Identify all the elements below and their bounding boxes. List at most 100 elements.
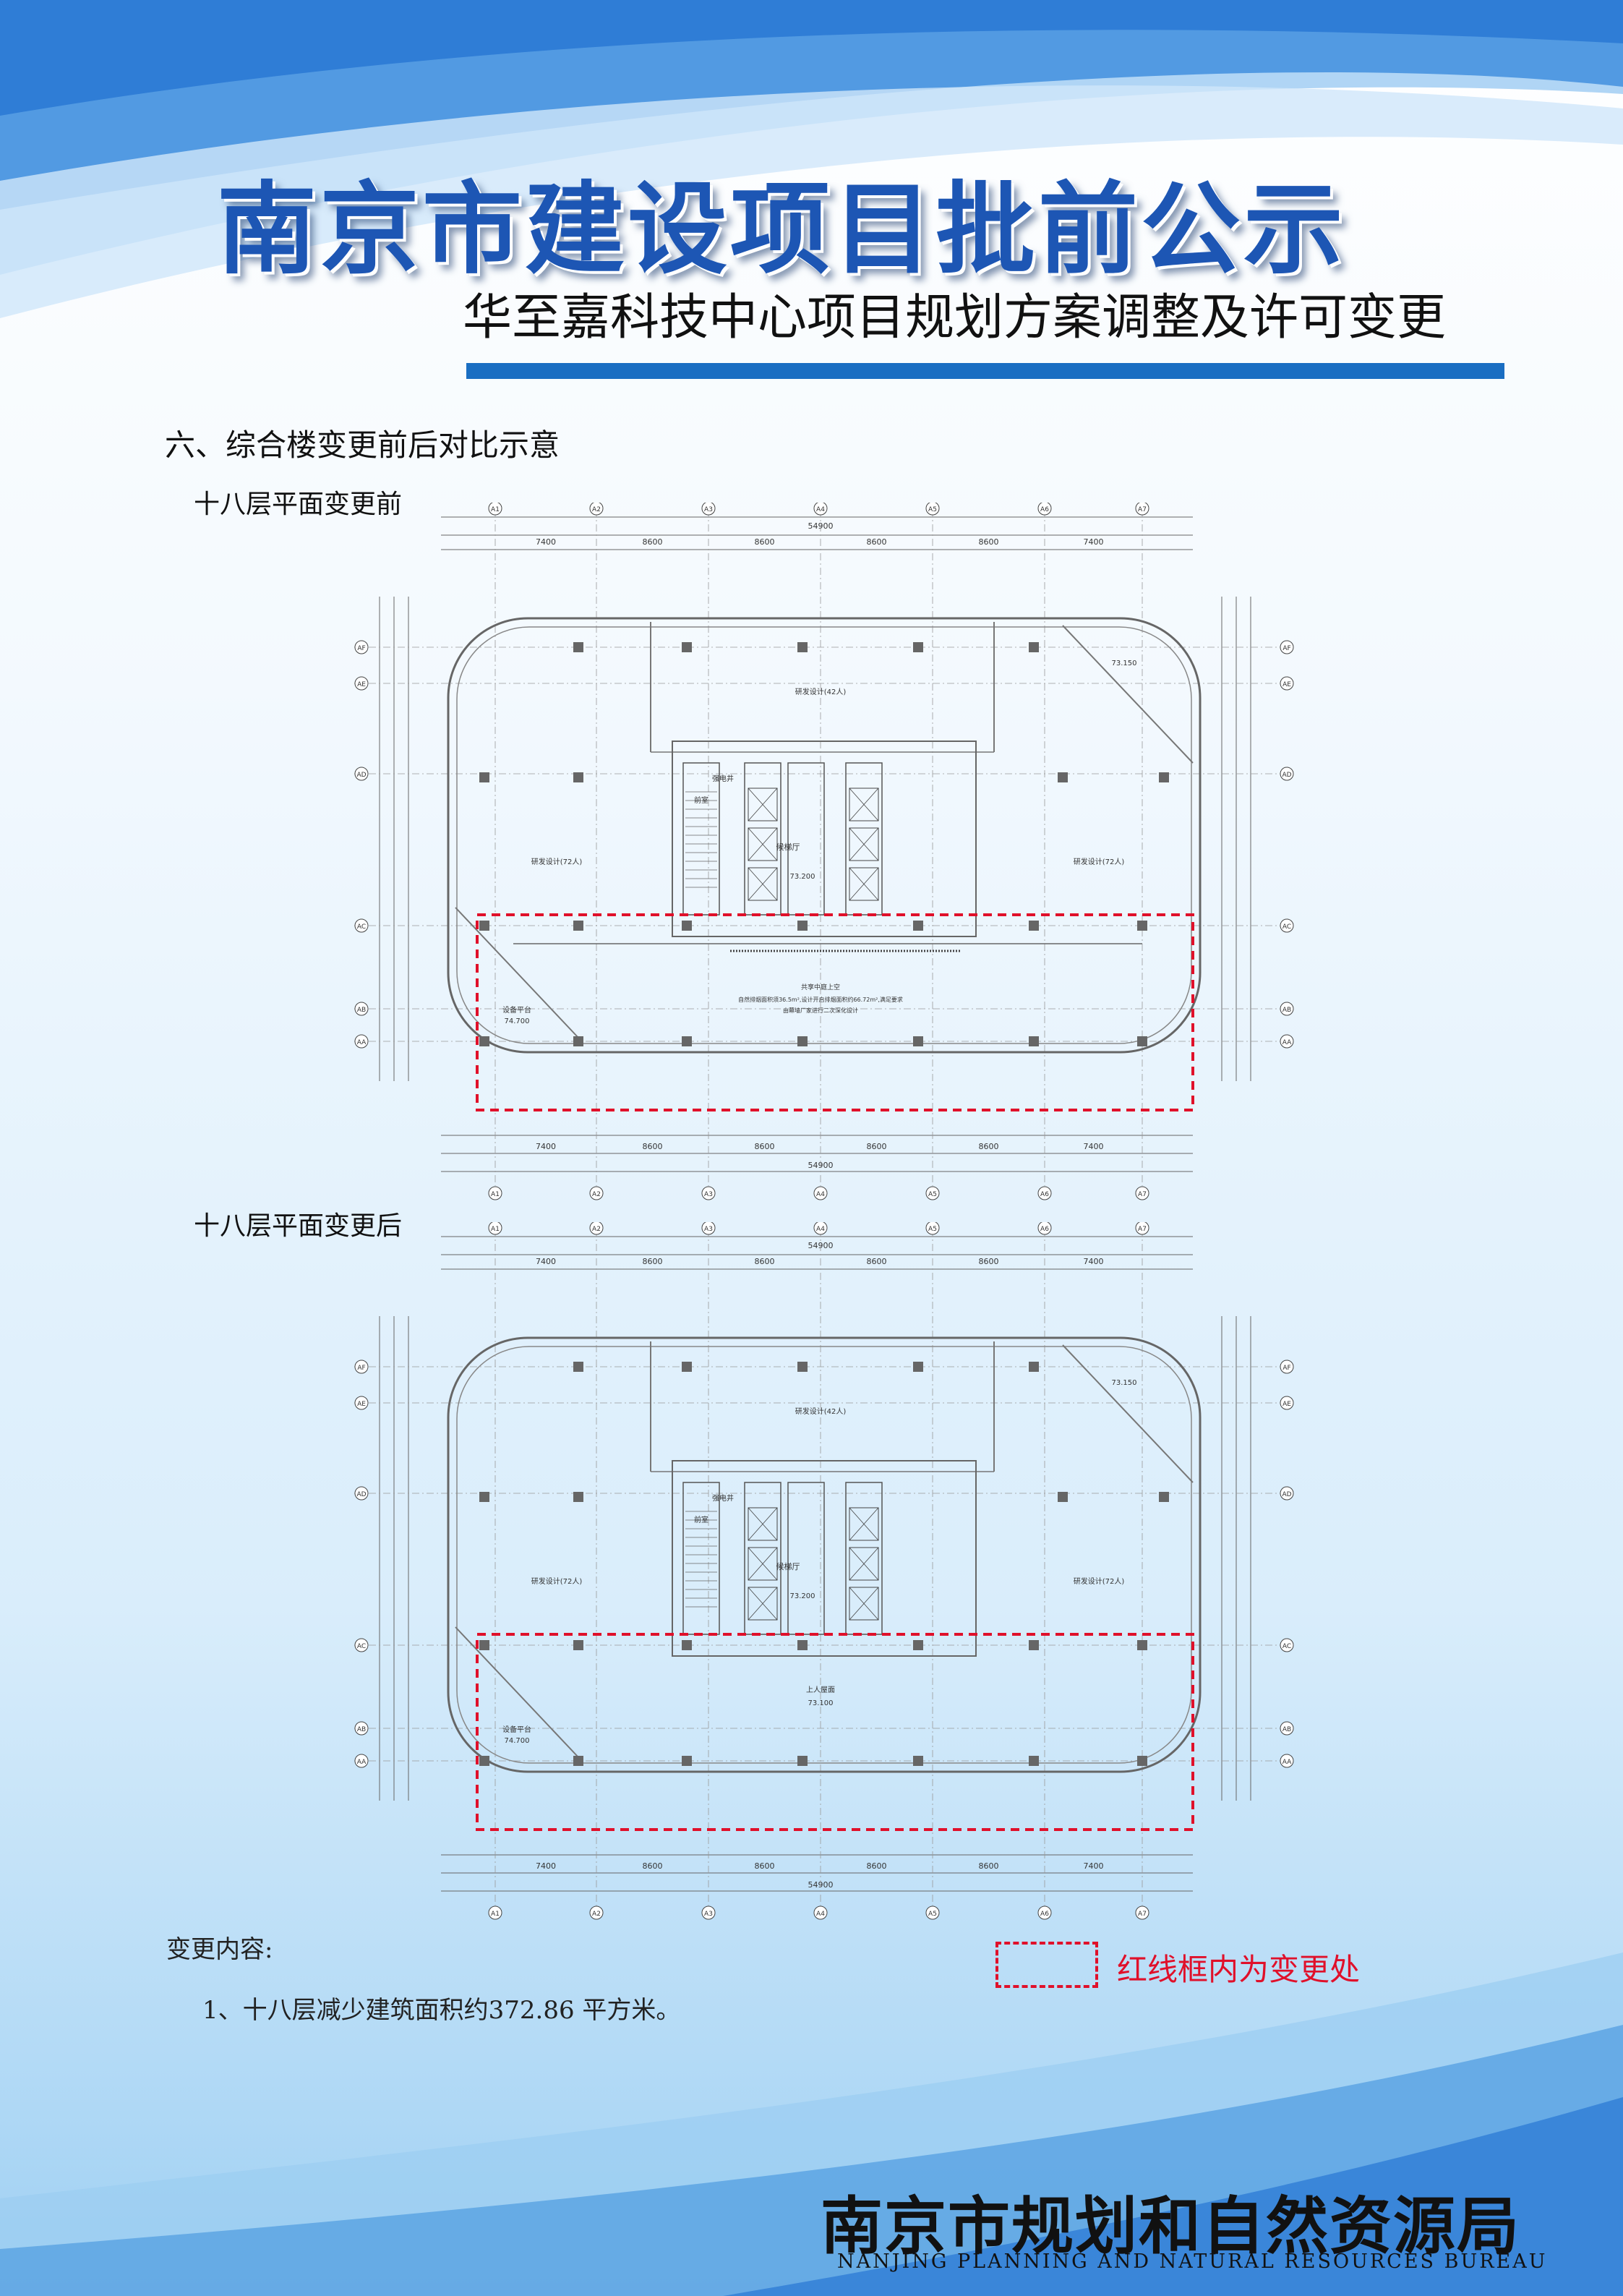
axis-label: AF [357,1365,365,1372]
structural-column [479,1756,489,1766]
curtain-wall [456,626,1192,1044]
dimension-text: 7400 [536,1861,556,1871]
slab-outline [447,617,1202,1054]
structural-column [682,921,692,931]
axis-bubble [1280,1754,1294,1768]
elevator [748,1507,778,1541]
room-label: 前室 [694,795,708,805]
axis-label: A1 [491,1226,500,1233]
dimension-text: 8600 [643,537,663,547]
shaft [845,762,883,916]
diagonal-wall [1062,625,1194,764]
axis-label: AC [1282,1643,1291,1650]
dimension-text: 8600 [867,1142,887,1151]
building-core [672,1460,977,1657]
structural-column [1029,1640,1039,1650]
elevator [849,867,879,901]
diagonal-wall [1062,1344,1194,1483]
axis-label: AD [356,1491,366,1498]
structural-column [1137,921,1147,931]
elevator [748,1587,778,1621]
axis-label: A3 [704,1191,713,1198]
structural-column [913,1036,923,1046]
axis-bubble [701,1186,716,1200]
structural-column [1029,1036,1039,1046]
changes-item: 1、十八层减少建筑面积约372.86 平方米。 [202,1996,681,2025]
structural-column [913,921,923,931]
level-label: 73.150 [1112,1379,1137,1387]
axis-bubble [354,1360,369,1374]
structural-column [573,642,583,652]
axis-label: A2 [592,1226,601,1233]
axis-bubble [488,503,502,516]
building-core [672,741,977,937]
level-label: 73.100 [808,1699,834,1707]
axis-label: A2 [592,1191,601,1198]
structural-column [797,1640,808,1650]
elevator-cross [748,827,778,861]
axis-bubble [488,1186,502,1200]
elevator [849,1587,879,1621]
axis-bubble [813,1186,828,1200]
axis-label: A4 [816,1226,825,1233]
room-label: 研发设计(72人) [531,857,583,866]
axis-label: A4 [816,1911,825,1918]
dimension-text: 7400 [1084,537,1104,547]
axis-bubble [1135,503,1149,516]
axis-label: A3 [704,1911,713,1918]
core-outline [672,1460,977,1657]
axis-bubble [701,1905,716,1920]
axis-label: AE [1282,1401,1291,1408]
level-label: 74.700 [505,1737,530,1745]
axis-bubble [354,640,369,654]
atrium-note: 由幕墙厂家进行二次深化设计 [783,1007,858,1014]
shaft [787,762,825,916]
axis-label: AC [1282,923,1291,931]
dimension-text: 8600 [979,1257,999,1266]
axis-bubble [1280,918,1294,933]
axis-bubble [589,1222,604,1235]
elevator-cross [748,1587,778,1621]
page-title: 南京市建设项目批前公示 [217,170,1347,288]
axis-bubble [1280,1638,1294,1652]
shaft [744,1482,781,1635]
axis-bubble [589,503,604,516]
axis-bubble [701,503,716,516]
structural-column [573,1492,583,1502]
elevator-cross [849,1587,879,1621]
dimension-text: 8600 [755,537,775,547]
room-label: 设备平台 [502,1005,531,1015]
elevator [748,1547,778,1581]
room-label: 设备平台 [502,1725,531,1734]
structural-column [573,921,583,931]
axis-label: AB [1282,1726,1291,1733]
axis-bubble [488,1905,502,1920]
axis-bubble [1037,1186,1052,1200]
axis-bubble [1135,1222,1149,1235]
dimension-text: 8600 [755,1861,775,1871]
axis-label: AB [357,1726,366,1733]
dimension-text: 8600 [979,537,999,547]
axis-label: A6 [1040,1226,1049,1233]
structural-column [797,1036,808,1046]
axis-bubble [1135,1905,1149,1920]
room-label: 研发设计(72人) [1074,1576,1125,1586]
axis-label: A4 [816,506,825,513]
shaft [682,762,720,916]
axis-bubble [813,1905,828,1920]
structural-column [573,1756,583,1766]
structural-column [573,1036,583,1046]
axis-bubble [1280,767,1294,781]
dimension-text: 7400 [1084,1257,1104,1266]
room-label: 前室 [694,1515,708,1524]
axis-bubble [925,1905,940,1920]
shaft [682,1482,720,1635]
elevator-cross [849,827,879,861]
axis-bubble [354,1638,369,1652]
elevator-cross [849,788,879,821]
axis-bubble [1280,1002,1294,1016]
plan-after-label: 十八层平面变更后 [194,1211,403,1241]
structural-column [479,1640,489,1650]
structural-column [797,1362,808,1372]
